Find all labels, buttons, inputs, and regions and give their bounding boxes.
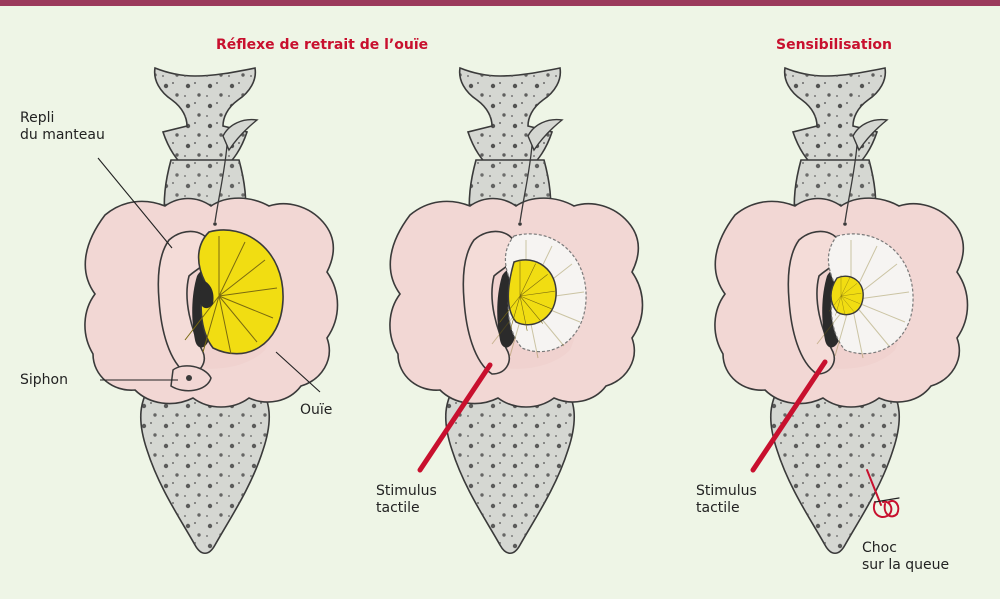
stimulus-label-2: Stimulus tactile [696,483,757,517]
aplysia-illustration [0,6,1000,599]
stimulus-label-1: Stimulus tactile [376,483,437,517]
stimulus-1-line1: Stimulus [376,483,437,499]
shock-label: Choc sur la queue [862,540,949,574]
siphon-label: Siphon [20,372,68,389]
mantle-fold-label: Repli du manteau [20,110,105,144]
mantle-fold-line2: du manteau [20,127,105,143]
reflex-title: Réflexe de retrait de l’ouïe [216,37,428,53]
stimulus-1-line2: tactile [376,500,420,516]
mantle-fold-line1: Repli [20,110,54,126]
sensitization-title: Sensibilisation [776,37,892,53]
shock-line1: Choc [862,540,897,556]
stimulus-2-line1: Stimulus [696,483,757,499]
gill-label: Ouïe [300,402,332,419]
aplysia-drawing-3 [715,68,968,553]
aplysia-drawing-1 [85,68,338,553]
shock-line2: sur la queue [862,557,949,573]
aplysia-drawing-2 [390,68,643,553]
stimulus-2-line2: tactile [696,500,740,516]
